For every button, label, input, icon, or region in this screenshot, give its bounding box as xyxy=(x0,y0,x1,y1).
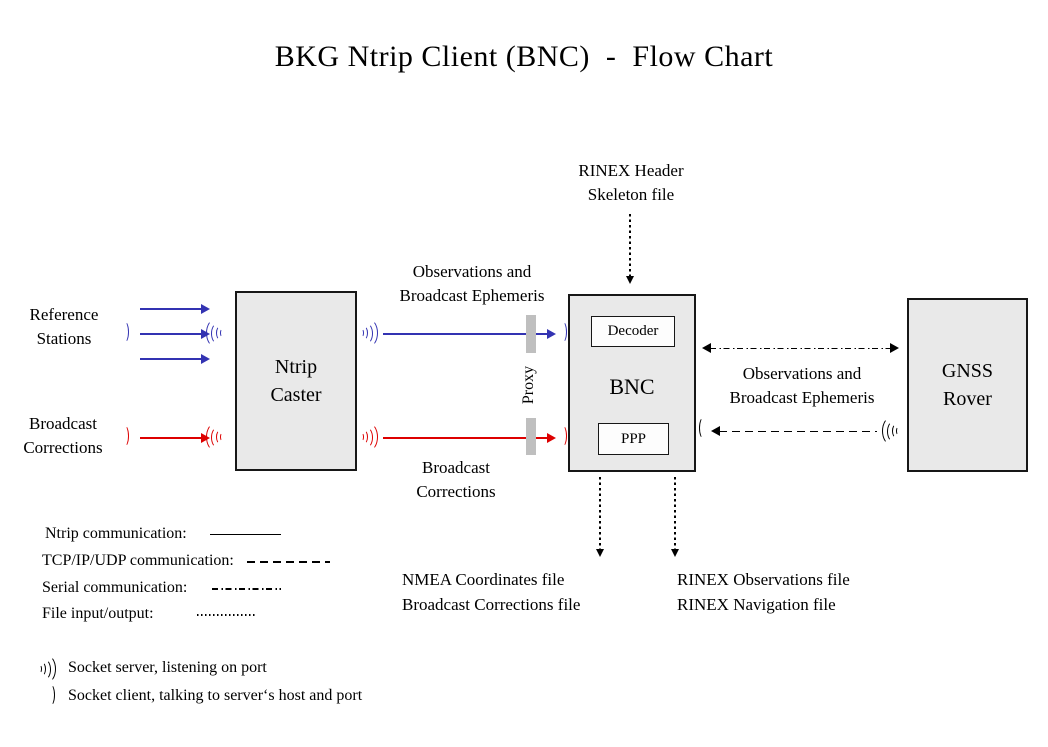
label-rinex-header-skeleton: RINEX Header Skeleton file xyxy=(578,161,684,204)
legend-line-dotted xyxy=(197,614,257,616)
socket-client-icon xyxy=(699,417,708,439)
legend-line-dashed xyxy=(247,561,330,563)
label-nmea-outputs: NMEA Coordinates file Broadcast Correcti… xyxy=(402,570,581,614)
socket-client-icon xyxy=(558,321,567,343)
label-broadcast-corrections-mid: Broadcast Corrections xyxy=(416,458,496,501)
socket-client-icon xyxy=(46,684,55,706)
label-observations-ephemeris-right: Observations and Broadcast Ephemeris xyxy=(729,364,875,407)
socket-server-icon xyxy=(206,423,224,451)
ntrip-arrow-corrections xyxy=(140,433,210,443)
node-ppp: PPP xyxy=(598,423,669,455)
page-title: BKG Ntrip Client (BNC) - Flow Chart xyxy=(274,40,774,73)
serial-arrow-bnc-rover xyxy=(702,343,899,353)
legend-label-ntrip: Ntrip communication: xyxy=(45,525,187,542)
file-arrow-bnc-nmea xyxy=(595,477,605,557)
ntrip-arrow-caster-to-bnc-corr xyxy=(383,433,556,443)
file-arrow-bnc-rinex xyxy=(670,477,680,557)
node-ntrip-caster: Ntrip Caster xyxy=(235,291,357,471)
legend-label-serial: Serial communication: xyxy=(42,579,188,596)
ntrip-arrow-reference-1 xyxy=(140,304,210,314)
socket-client-icon xyxy=(120,425,129,447)
label-bnc: BNC xyxy=(609,374,655,399)
label-rinex-outputs: RINEX Observations file RINEX Navigation… xyxy=(677,570,850,614)
proxy-bar-bottom xyxy=(526,418,536,455)
socket-server-icon xyxy=(882,417,900,445)
socket-server-icon xyxy=(360,319,378,347)
socket-server-icon xyxy=(360,423,378,451)
legend-line-dashdot xyxy=(212,588,281,590)
label-observations-ephemeris-left: Observations and Broadcast Ephemeris xyxy=(399,262,545,305)
node-gnss-rover: GNSS Rover xyxy=(907,298,1028,472)
legend-label-socket-server: Socket server, listening on port xyxy=(68,659,267,676)
legend-label-file: File input/output: xyxy=(42,605,154,622)
proxy-bar-top xyxy=(526,315,536,353)
label-proxy: Proxy xyxy=(520,365,537,405)
node-decoder: Decoder xyxy=(591,316,675,347)
socket-client-icon xyxy=(558,425,567,447)
ntrip-arrow-caster-to-bnc-obs xyxy=(383,329,556,339)
file-arrow-skeleton-to-bnc xyxy=(625,214,635,284)
label-broadcast-corrections-input: Broadcast Corrections xyxy=(23,414,103,457)
socket-server-icon xyxy=(38,655,56,683)
socket-client-icon xyxy=(120,321,129,343)
legend-label-tcp: TCP/IP/UDP communication: xyxy=(42,552,234,569)
label-reference-stations: Reference Stations xyxy=(29,305,99,348)
ntrip-arrow-reference-3 xyxy=(140,354,210,364)
socket-server-icon xyxy=(206,319,224,347)
tcp-arrow-rover-to-bnc xyxy=(711,426,877,436)
legend-label-socket-client: Socket client, talking to server‘s host … xyxy=(68,687,363,704)
legend-line-solid xyxy=(210,534,281,536)
ntrip-arrow-reference-2 xyxy=(140,329,210,339)
